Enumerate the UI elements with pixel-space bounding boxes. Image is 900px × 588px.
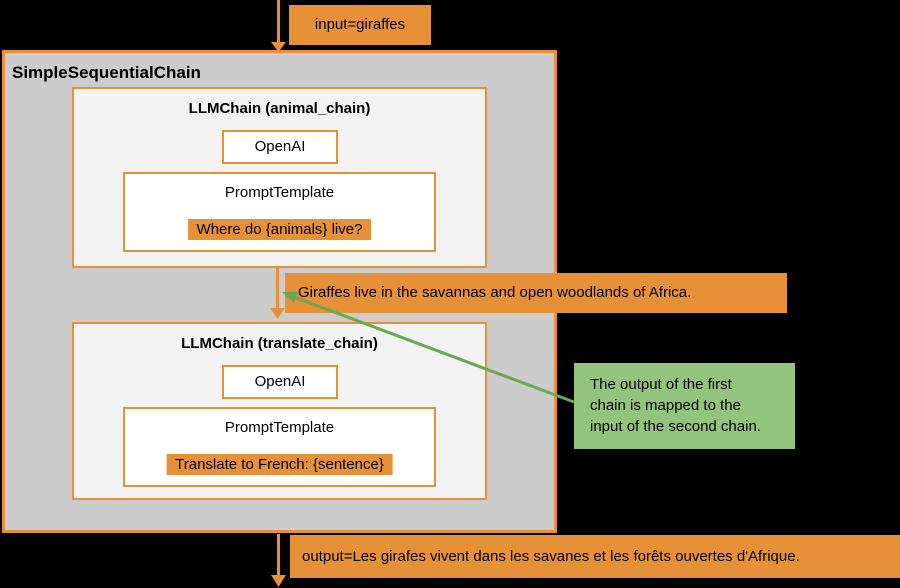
intermediate-output-label: Giraffes live in the savannas and open w…: [285, 273, 787, 313]
prompt-text-highlight: Translate to French: {sentence}: [166, 454, 393, 475]
llm-chain-panel-translate: LLMChain (translate_chain) OpenAI Prompt…: [72, 322, 487, 500]
llm-chain-panel-animal: LLMChain (animal_chain) OpenAI PromptTem…: [72, 87, 487, 268]
output-label: output=Les girafes vivent dans les savan…: [290, 535, 900, 578]
prompt-template-box: PromptTemplate Where do {animals} live?: [123, 172, 436, 252]
annotation-line: chain is mapped to the: [590, 397, 741, 414]
annotation-line: The output of the first: [590, 376, 732, 393]
openai-box: OpenAI: [222, 130, 338, 164]
output-arrow-icon: [271, 534, 286, 587]
prompt-template-box: PromptTemplate Translate to French: {sen…: [123, 407, 436, 487]
container-title: SimpleSequentialChain: [12, 63, 201, 82]
input-label: input=giraffes: [289, 5, 431, 45]
openai-box: OpenAI: [222, 365, 338, 399]
prompt-template-title: PromptTemplate: [224, 419, 335, 436]
chain-title: LLMChain (translate_chain): [181, 335, 378, 352]
annotation-note: The output of the first chain is mapped …: [574, 363, 795, 449]
prompt-template-title: PromptTemplate: [224, 184, 335, 201]
annotation-line: input of the second chain.: [590, 418, 761, 435]
prompt-text-highlight: Where do {animals} live?: [187, 219, 372, 240]
chain-title: LLMChain (animal_chain): [188, 100, 371, 117]
input-arrow-icon: [271, 0, 286, 52]
